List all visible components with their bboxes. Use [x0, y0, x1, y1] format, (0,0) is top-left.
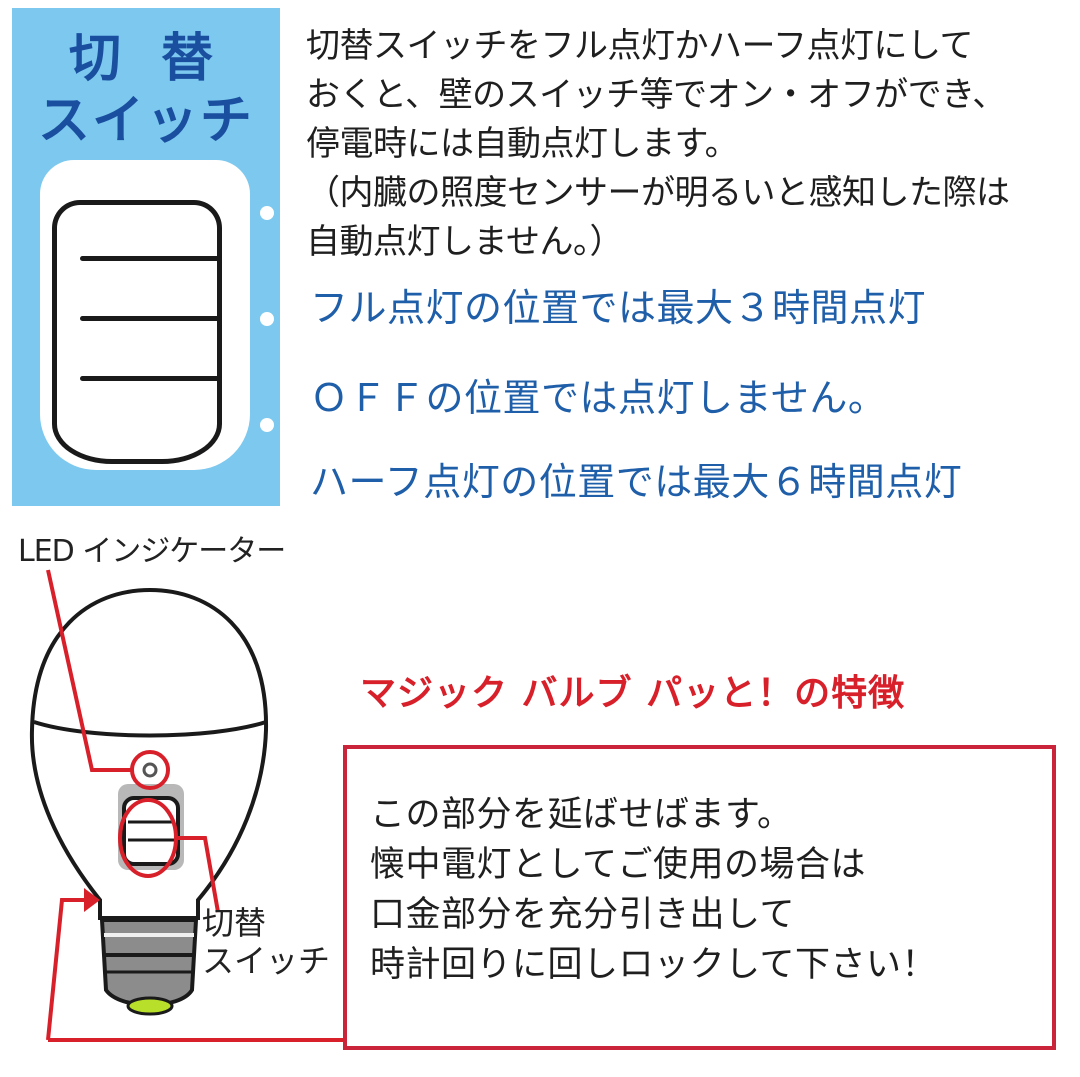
features-line: 時計回りに回しロックして下さい！: [370, 945, 937, 985]
mode-full: フル点灯の位置では最大３時間点灯: [310, 286, 927, 330]
switch-label: 切替 スイッチ: [202, 904, 330, 980]
features-line: この部分を延ばせばます。: [370, 795, 793, 835]
features-box: [343, 745, 1056, 1050]
switch-panel-title: 切替 スイッチ: [12, 28, 280, 152]
switch-label-line1: 切替: [202, 904, 267, 942]
bulb-diagram-icon: [29, 569, 345, 1042]
description-line: 切替スイッチをフル点灯かハーフ点灯にして: [306, 26, 973, 66]
led-indicator-label: LED インジケーター: [18, 534, 286, 569]
switch-line-full: [80, 256, 222, 261]
features-line: 口金部分を充分引き出して: [370, 895, 795, 935]
switch-knob-icon: [52, 200, 222, 464]
position-dot-half: [260, 418, 274, 432]
switch-line-half: [80, 376, 222, 381]
mode-off: ＯＦＦの位置では点灯しません。: [310, 376, 887, 420]
description-line: （内臓の照度センサーが明るいと感知した際は: [306, 173, 1010, 213]
switch-panel: 切替 スイッチ: [12, 8, 280, 506]
switch-title-line2: スイッチ: [37, 91, 254, 151]
features-text: この部分を延ばせばます。 懐中電灯としてご使用の場合は 口金部分を充分引き出して…: [370, 790, 937, 990]
position-dot-off: [260, 312, 274, 326]
description-line: 停電時には自動点灯します。: [306, 124, 739, 164]
switch-label-line2: スイッチ: [202, 942, 331, 980]
position-dot-full: [260, 206, 274, 220]
mode-half: ハーフ点灯の位置では最大６時間点灯: [310, 460, 963, 504]
description-line: 自動点灯しません。）: [306, 222, 623, 262]
features-line: 懐中電灯としてご使用の場合は: [370, 845, 866, 885]
description-line: おくと、壁のスイッチ等でオン・オフができ、: [306, 75, 1006, 115]
switch-line-off: [80, 316, 222, 321]
switch-title-line1: 切替: [68, 29, 253, 89]
description: 切替スイッチをフル点灯かハーフ点灯にして おくと、壁のスイッチ等でオン・オフがで…: [306, 22, 1076, 267]
features-title: マジック バルブ パッと！の特徴: [360, 673, 906, 714]
